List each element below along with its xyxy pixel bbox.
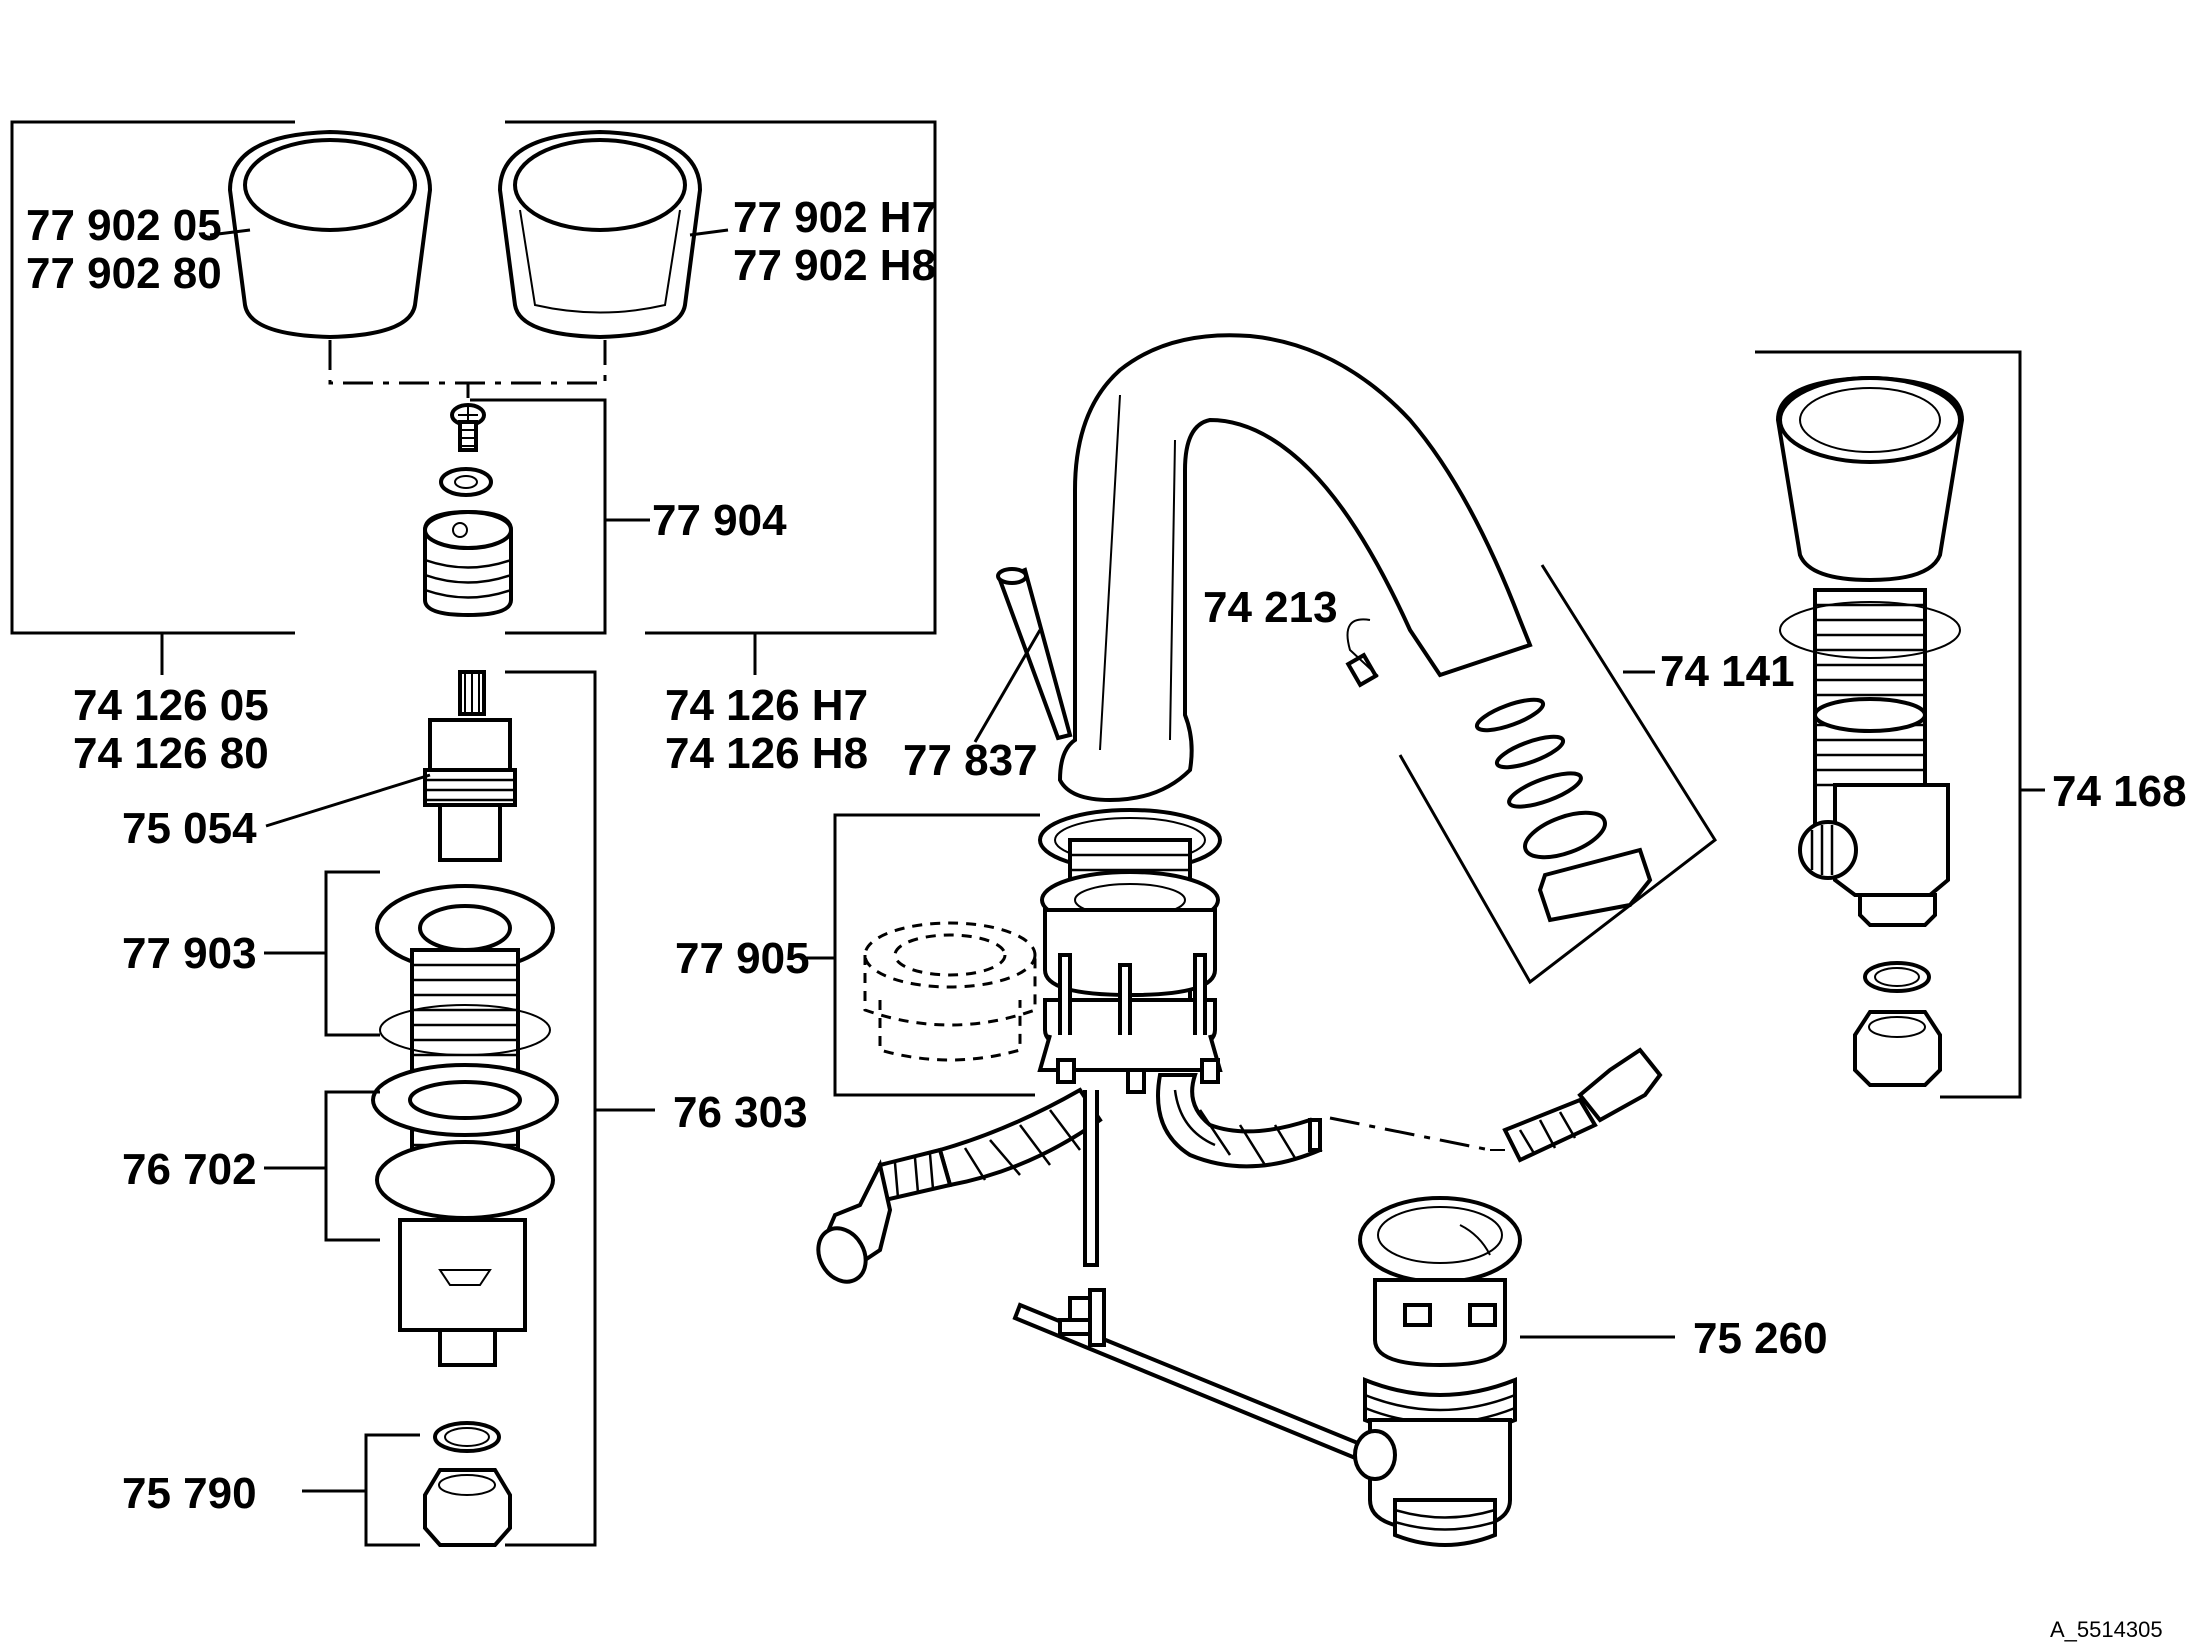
label-75260: 75 260 <box>1693 1314 1828 1363</box>
center-leader-lines <box>973 629 1042 743</box>
label-77837: 77 837 <box>903 736 1038 785</box>
faucet-body-stack <box>1037 808 1223 1094</box>
drain-linkage <box>1012 1288 1373 1465</box>
supply-hoses <box>816 1047 1663 1284</box>
nut-77905-detail <box>800 813 1040 1097</box>
handle-cap-left <box>227 129 433 340</box>
label-74126-H7: 74 126 H7 <box>665 681 868 730</box>
label-77902-H8: 77 902 H8 <box>733 241 936 290</box>
label-74213: 74 213 <box>1203 583 1338 632</box>
lift-rod-knob <box>996 567 1073 741</box>
label-74126-05: 74 126 05 <box>73 681 269 730</box>
right-valve-group <box>1755 350 2045 1099</box>
label-77902-H7: 77 902 H7 <box>733 193 936 242</box>
label-75790: 75 790 <box>122 1469 257 1518</box>
label-74168: 74 168 <box>2052 767 2187 816</box>
label-77904: 77 904 <box>652 496 787 545</box>
mounting-flange-stack <box>371 884 559 1367</box>
valve-cartridge <box>423 670 517 862</box>
aerator-group <box>1345 564 1717 985</box>
label-75054: 75 054 <box>122 804 257 853</box>
screw-and-insert <box>423 403 513 618</box>
label-74126-80: 74 126 80 <box>73 729 269 778</box>
handle-group-brackets <box>10 120 937 675</box>
label-77905: 77 905 <box>675 934 810 983</box>
label-76702: 76 702 <box>122 1145 257 1194</box>
handle-cap-right <box>497 129 703 340</box>
label-76303: 76 303 <box>673 1088 808 1137</box>
nut-and-washer-left <box>423 1421 512 1547</box>
popup-waste <box>1353 1196 1675 1547</box>
label-74126-H8: 74 126 H8 <box>665 729 868 778</box>
faucet-spout <box>1057 333 1533 803</box>
left-part-brackets <box>264 670 655 1547</box>
label-77902-80: 77 902 80 <box>26 249 222 298</box>
label-77903: 77 903 <box>122 929 257 978</box>
drawing-reference: A_5514305 <box>2050 1617 2163 1642</box>
label-74141: 74 141 <box>1660 647 1795 696</box>
label-77902-05: 77 902 05 <box>26 201 222 250</box>
